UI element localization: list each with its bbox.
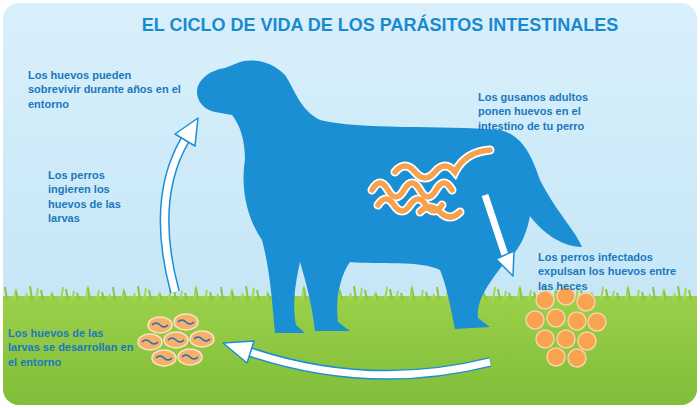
- cycle-arrows: [165, 118, 514, 375]
- grass-blade: [205, 290, 207, 300]
- grass-blade: [421, 290, 423, 300]
- diagram-title: EL CICLO DE VIDA DE LOS PARÁSITOS INTEST…: [80, 15, 680, 36]
- stage-label: Los huevos de las larvas se desarrollan …: [8, 326, 138, 369]
- grass-blade: [529, 290, 531, 300]
- grass-blade: [628, 288, 630, 300]
- eggs-in-feces: [526, 287, 606, 367]
- grass-blade: [493, 287, 495, 300]
- grass-blade: [498, 289, 500, 300]
- grass-blade: [360, 288, 362, 300]
- grass-blade: [390, 289, 392, 300]
- grass-blade: [30, 286, 32, 300]
- grass-blade: [149, 290, 151, 300]
- grass-blade: [210, 292, 212, 300]
- grass-blade: [221, 287, 223, 300]
- grass-blade: [354, 286, 356, 300]
- grass-blade: [612, 291, 614, 300]
- grass-blade: [673, 293, 675, 300]
- grass-blade: [648, 294, 650, 300]
- grass-blade: [412, 288, 414, 300]
- grass-blade: [257, 290, 259, 300]
- grass-blade: [385, 287, 387, 300]
- grass-blade: [66, 289, 68, 300]
- grass-blade: [124, 291, 126, 300]
- grass-blade: [304, 288, 306, 300]
- stage-label: Los gusanos adultos ponen huevos en el i…: [478, 90, 618, 133]
- grass-blade: [41, 290, 43, 300]
- grass-blade: [5, 287, 7, 300]
- grass-blade: [268, 294, 270, 300]
- grass-blade: [122, 289, 124, 300]
- grass-blade: [108, 294, 110, 300]
- grass-blade: [349, 293, 351, 300]
- grass-blade: [97, 290, 99, 300]
- stage-label: Los perros ingieren los huevos de las la…: [48, 168, 132, 225]
- grass-blade: [232, 291, 234, 300]
- grass-blade: [637, 290, 639, 300]
- grass-blade: [133, 293, 135, 300]
- grass-blade: [606, 289, 608, 300]
- grass-blade: [504, 291, 506, 300]
- grass-blade: [340, 291, 342, 300]
- grass-blade: [36, 288, 38, 300]
- grass-blade: [241, 293, 243, 300]
- grass-blade: [230, 289, 232, 300]
- grass-blade: [160, 294, 162, 300]
- grass-blade: [689, 290, 691, 300]
- grass-blade: [144, 288, 146, 300]
- grass-ground: [3, 296, 697, 405]
- grass-blade: [601, 287, 603, 300]
- grass-blade: [16, 291, 18, 300]
- grass-blade: [509, 293, 511, 300]
- stage-label: Los huevos pueden sobrevivir durante año…: [28, 68, 186, 111]
- grass-blade: [678, 286, 680, 300]
- grass-blade: [252, 288, 254, 300]
- grass-blade: [484, 294, 486, 300]
- grass-blade: [365, 290, 367, 300]
- stage-label: Los perros infectados expulsan los huevo…: [538, 250, 690, 293]
- grass-blade: [520, 288, 522, 300]
- grass-blade: [52, 294, 54, 300]
- grass-blade: [196, 288, 198, 300]
- larvae-eggs: [138, 314, 214, 366]
- grass-blade: [72, 291, 74, 300]
- grass-blade: [662, 289, 664, 300]
- grass-blade: [401, 293, 403, 300]
- grass-blade: [432, 294, 434, 300]
- grass-blade: [684, 288, 686, 300]
- adult-worms: [372, 150, 490, 217]
- grass-blade: [113, 287, 115, 300]
- grass-blade: [642, 292, 644, 300]
- card: [3, 3, 697, 405]
- grass-blade: [138, 286, 140, 300]
- grass-blade: [664, 291, 666, 300]
- grass-blade: [14, 289, 16, 300]
- grass-blade: [246, 286, 248, 300]
- grass-blade: [25, 293, 27, 300]
- grass-blade: [216, 294, 218, 300]
- grass-blade: [396, 291, 398, 300]
- sky-background: [3, 3, 697, 405]
- grass-blade: [653, 287, 655, 300]
- grass-blade: [437, 287, 439, 300]
- grass-blade: [180, 291, 182, 300]
- grass-blade: [77, 293, 79, 300]
- grass-blade: [88, 288, 90, 300]
- grass-blade: [185, 293, 187, 300]
- grass-blade: [617, 293, 619, 300]
- grass-blade: [376, 294, 378, 300]
- grass-blade: [61, 287, 63, 300]
- grass-blade: [426, 292, 428, 300]
- grass-blade: [102, 292, 104, 300]
